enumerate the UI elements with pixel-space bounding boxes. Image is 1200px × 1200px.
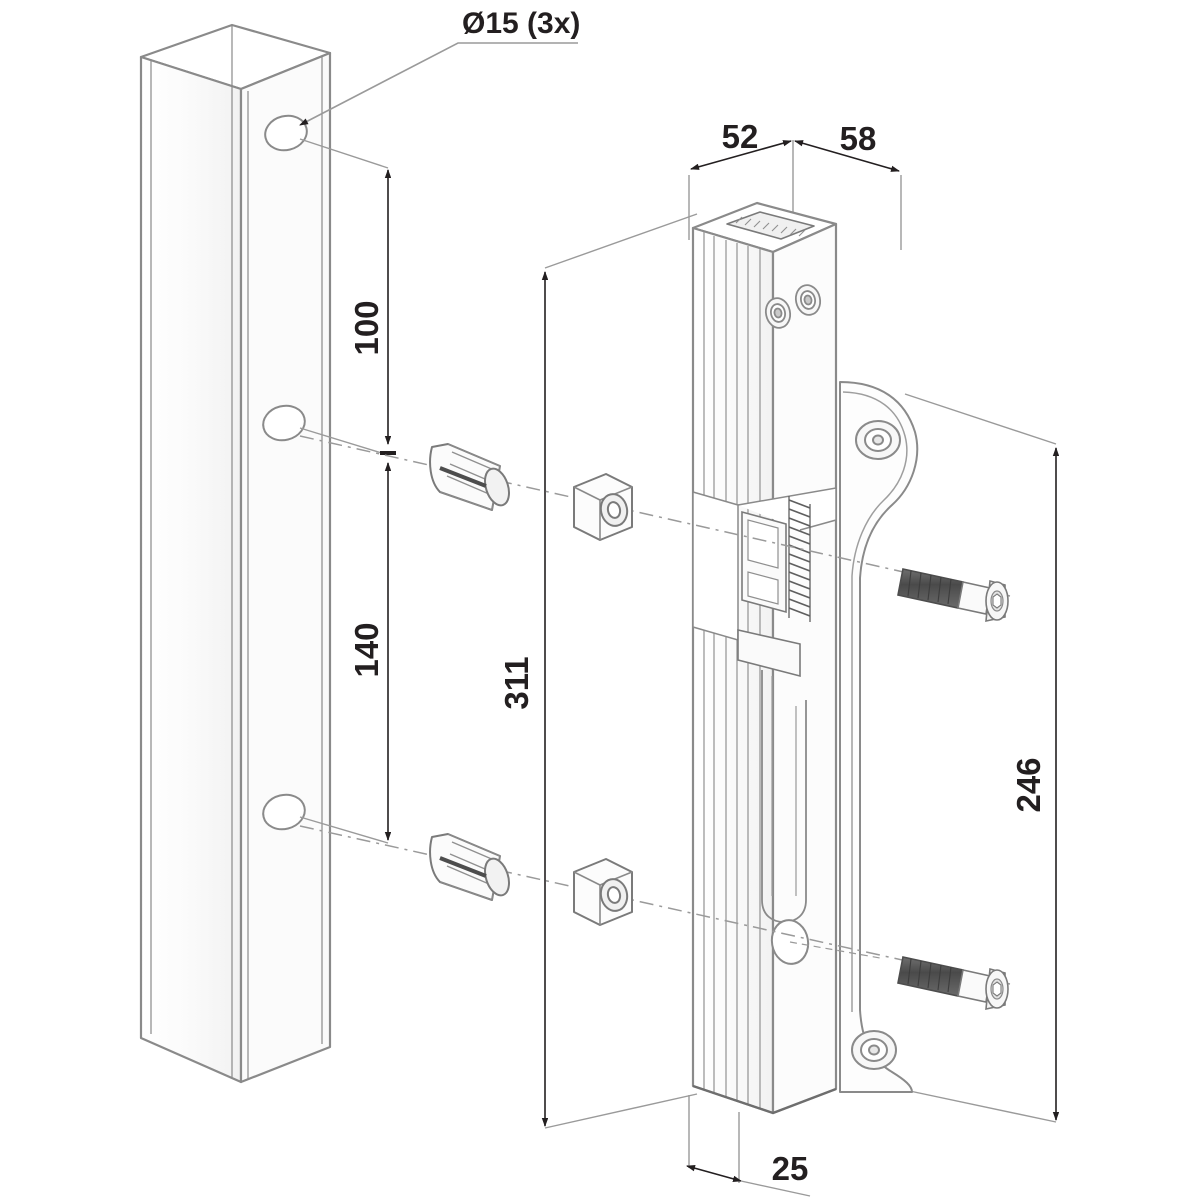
- dimension-52-line: [690, 140, 792, 170]
- expansion-anchor-upper: [429, 443, 510, 511]
- dimension-58-line: [794, 140, 900, 172]
- lock-front-face: [691, 226, 775, 1115]
- square-nut-block-lower: [573, 858, 633, 926]
- post-holes-group: [262, 114, 308, 831]
- lock-lower-hole-centerline: [789, 941, 881, 959]
- socket-head-bolt-upper: [897, 568, 1009, 623]
- dimension-52-58-extension-lines: [688, 140, 902, 250]
- dimension-label-311: 311: [498, 656, 535, 709]
- socket-head-bolt-lower: [897, 956, 1009, 1011]
- dimension-246-group: [904, 393, 1057, 1123]
- post-hole-top: [264, 114, 308, 152]
- lock-extrusion-ribs: [703, 232, 761, 1108]
- lock-face-screw-left: [764, 297, 792, 329]
- dimension-311-group: [544, 213, 698, 1129]
- centerline-upper: [299, 435, 1011, 597]
- centerline-lower: [299, 825, 1011, 985]
- lock-body: [691, 201, 838, 1115]
- post-hole-middle: [262, 404, 306, 442]
- bracket-inner-edge: [842, 391, 908, 1012]
- lock-bottom-edge: [692, 1084, 837, 1115]
- dimension-100-140-group: [299, 138, 389, 844]
- bracket-boss-upper: [855, 420, 901, 460]
- dimension-25-extension-lines: [688, 1095, 740, 1183]
- bolt-lower-threads: [907, 958, 952, 993]
- post-front-face: [139, 55, 243, 1084]
- mounting-bracket: [839, 381, 919, 1093]
- bracket-boss-lower: [851, 1030, 897, 1070]
- hole-callout-leader: [299, 42, 578, 126]
- assembly-centerlines: [299, 435, 1011, 985]
- lock-top-slot-hatching: [735, 216, 806, 237]
- square-post: [139, 23, 332, 1084]
- dimension-label-25: 25: [772, 1150, 809, 1187]
- square-nut-block-upper: [573, 473, 633, 541]
- expansion-anchor-lower: [429, 833, 510, 901]
- dimension-label-246: 246: [1010, 757, 1047, 812]
- lock-face-screw-right: [794, 284, 822, 316]
- dimension-label-100: 100: [348, 300, 385, 355]
- dimension-25-line: [686, 1165, 811, 1197]
- post-hole-bottom: [262, 793, 306, 831]
- hole-callout-label: Ø15 (3x): [462, 7, 580, 40]
- bolt-upper-threads: [907, 570, 952, 605]
- dimension-label-140: 140: [348, 622, 385, 677]
- mechanism-spring: [788, 496, 811, 622]
- bracket-outline: [839, 381, 919, 1093]
- dimension-label-58: 58: [840, 120, 877, 157]
- lock-internal-mechanism: [692, 487, 837, 923]
- post-side-face: [239, 51, 332, 1084]
- dimension-label-52: 52: [722, 118, 759, 155]
